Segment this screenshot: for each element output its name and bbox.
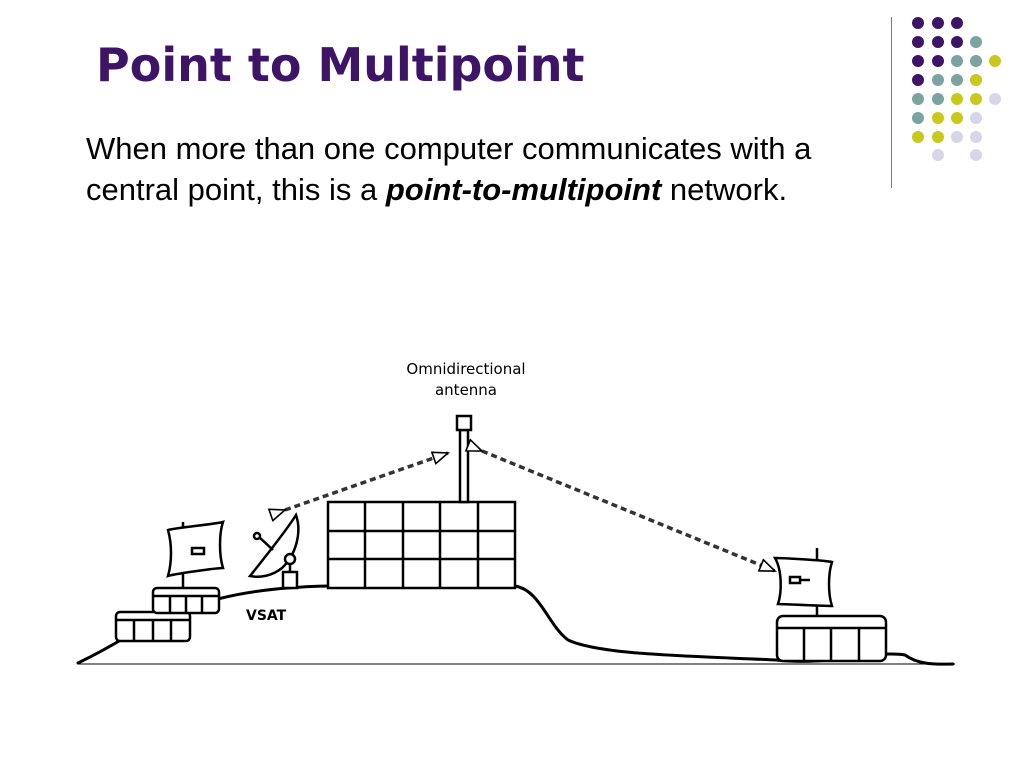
left-house-upper — [151, 586, 221, 615]
dot — [912, 36, 924, 48]
dot — [932, 55, 944, 67]
link-arrow-left — [285, 451, 448, 510]
dot — [932, 93, 944, 105]
dot — [951, 55, 963, 67]
dot — [912, 17, 924, 29]
dot — [970, 131, 982, 143]
dot — [912, 74, 924, 86]
dot — [970, 149, 982, 161]
dot — [951, 131, 963, 143]
dot — [951, 36, 963, 48]
dot — [970, 36, 982, 48]
slide-body-text: When more than one computer communicates… — [86, 128, 876, 210]
dot — [912, 131, 924, 143]
body-text-start: When more than one computer communicates… — [86, 131, 812, 207]
dot — [970, 55, 982, 67]
dot — [932, 17, 944, 29]
network-diagram: Omnidirectional antenna — [76, 360, 955, 666]
dot — [970, 74, 982, 86]
slide-title: Point to Multipoint — [96, 38, 585, 92]
left-panel-antenna-icon — [166, 520, 225, 588]
dot — [951, 93, 963, 105]
dot — [970, 112, 982, 124]
vsat-dish-icon — [247, 512, 300, 590]
dot — [912, 112, 924, 124]
dot — [951, 17, 963, 29]
antenna-label-line2: antenna — [435, 381, 497, 399]
dot — [989, 55, 1001, 67]
omnidirectional-antenna-icon — [455, 414, 473, 504]
dot — [970, 93, 982, 105]
right-panel-antenna-icon — [772, 548, 834, 616]
dot — [912, 55, 924, 67]
dot — [912, 93, 924, 105]
link-arrow-right — [482, 451, 775, 573]
dot — [951, 74, 963, 86]
dot — [989, 93, 1001, 105]
decorative-divider — [891, 17, 892, 188]
antenna-label-line1: Omnidirectional — [406, 360, 525, 378]
right-house — [775, 614, 888, 663]
dot — [932, 36, 944, 48]
dot — [951, 112, 963, 124]
dot — [932, 149, 944, 161]
dot — [932, 131, 944, 143]
body-text-end: network. — [661, 172, 788, 207]
vsat-label: VSAT — [246, 608, 287, 624]
dot — [932, 74, 944, 86]
central-building — [326, 500, 517, 590]
body-text-emphasis: point-to-multipoint — [385, 172, 662, 207]
decorative-dot-grid — [912, 17, 1001, 161]
dot — [932, 112, 944, 124]
left-house-lower — [114, 610, 192, 643]
